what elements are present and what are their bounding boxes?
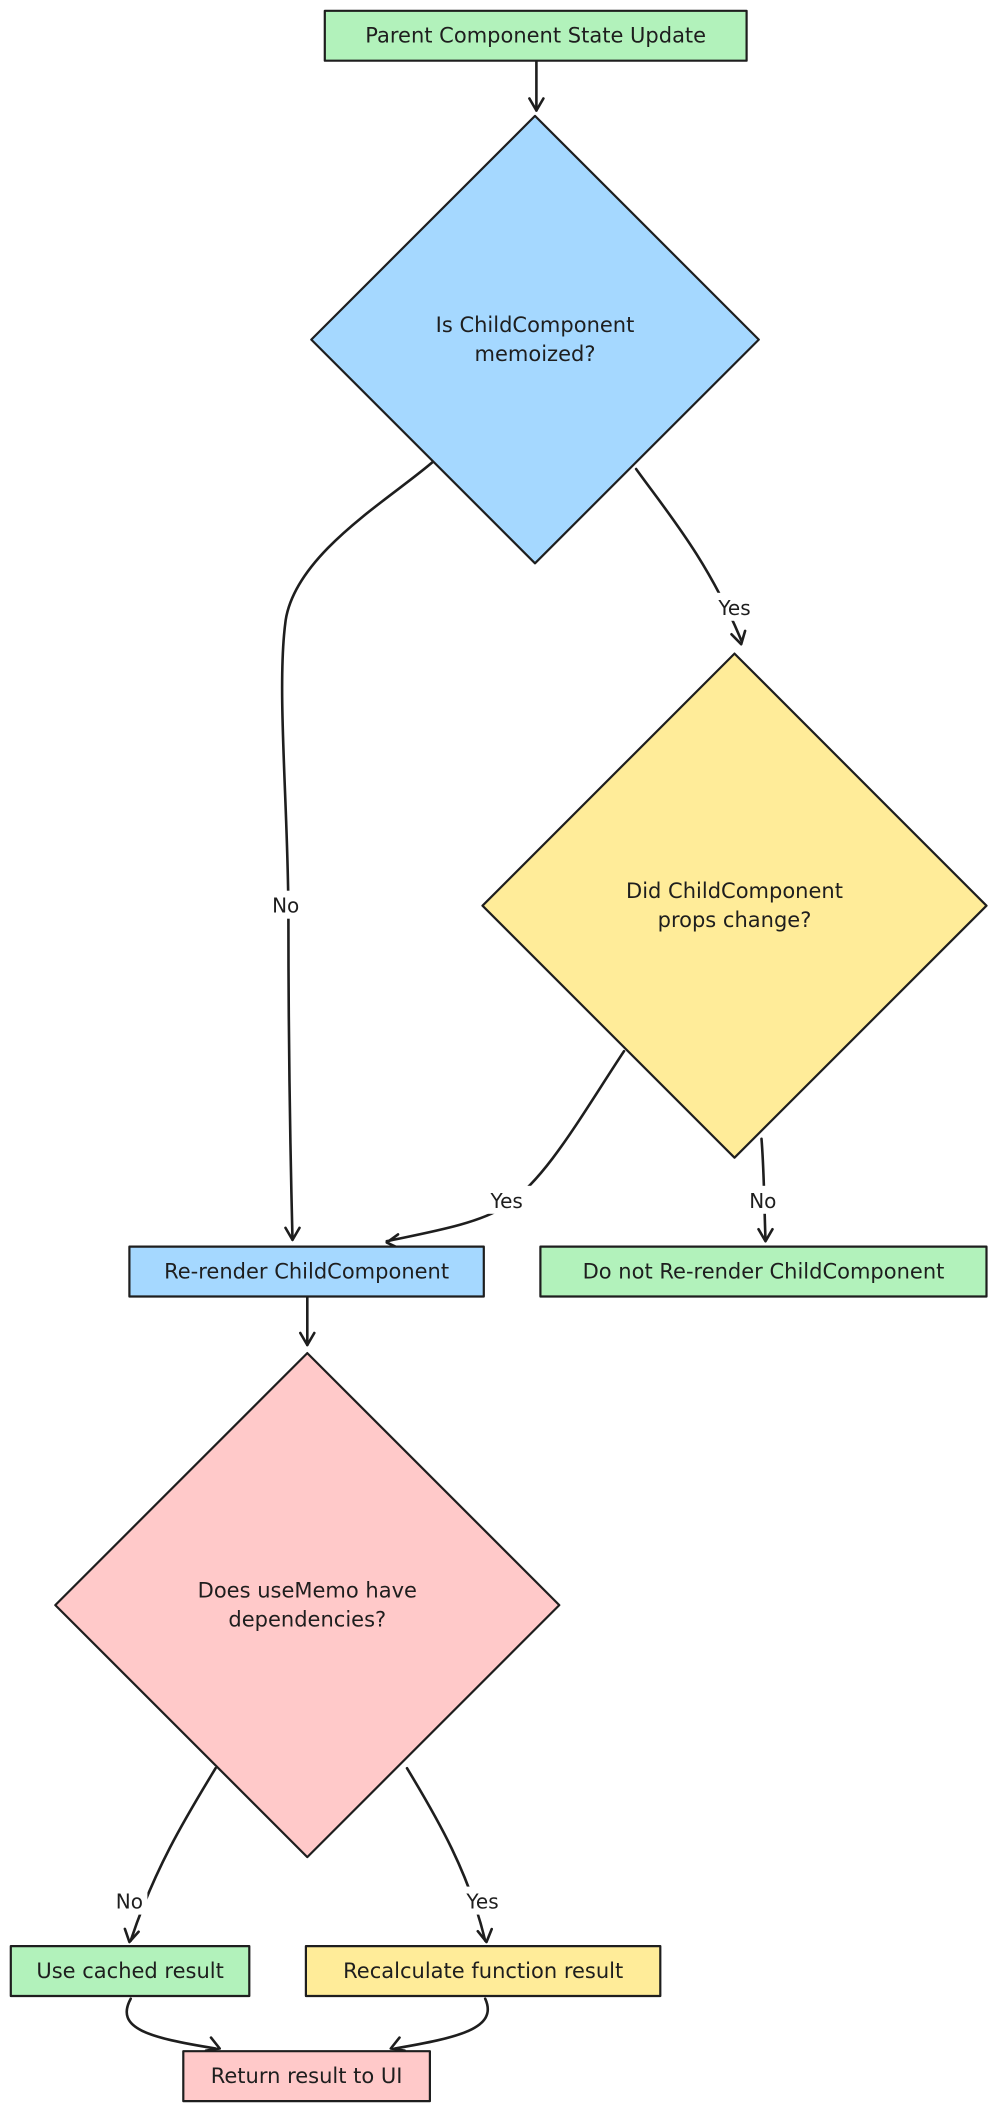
edge-label-text: No xyxy=(272,894,299,918)
edge-line xyxy=(125,1997,217,2050)
edge-label-background xyxy=(482,1185,532,1214)
arrowhead-icon xyxy=(528,97,545,112)
node-diamond-shape xyxy=(54,1351,561,1859)
node-is-memoized: Is ChildComponent memoized? xyxy=(310,114,760,565)
node-rerender-child: Re-render ChildComponent xyxy=(128,1245,485,1298)
arrowhead-icon xyxy=(757,1227,774,1243)
edge-label-background xyxy=(111,1886,148,1915)
edge-is-memoized-to-rerender-child xyxy=(280,459,436,1242)
edge-label-background xyxy=(458,1886,507,1915)
node-recalculate: Recalculate function result xyxy=(304,1944,662,1998)
edge-label-yes: Yes xyxy=(710,592,759,621)
node-props-changed: Did ChildComponent props change? xyxy=(481,652,988,1159)
edge-label-text: Yes xyxy=(465,1890,498,1914)
node-label-line: props change? xyxy=(658,908,812,932)
edge-recalculate-to-return-result xyxy=(389,1997,489,2052)
edge-usememo-deps-to-recalculate xyxy=(405,1766,493,1944)
edge-label-no: No xyxy=(267,890,304,919)
edge-use-cached-to-return-result xyxy=(125,1997,221,2052)
node-label-line: Use cached result xyxy=(36,1959,224,1983)
node-rectangle-shape xyxy=(539,1245,988,1298)
node-label-line: memoized? xyxy=(475,342,596,366)
node-rectangle-shape xyxy=(182,2050,432,2103)
edges-layer xyxy=(123,59,774,2052)
node-label-line: Re-render ChildComponent xyxy=(164,1260,449,1284)
arrowhead-icon xyxy=(476,1927,493,1944)
node-diamond-shape xyxy=(481,652,988,1159)
edge-line xyxy=(129,1766,217,1942)
edge-line xyxy=(393,1997,489,2050)
node-parent-update: Parent Component State Update xyxy=(323,9,748,62)
nodes-layer: Parent Component State Update Is ChildCom… xyxy=(9,9,988,2103)
edge-label-background xyxy=(744,1185,781,1214)
node-do-not-rerender: Do not Re-render ChildComponent xyxy=(539,1245,988,1298)
edge-line xyxy=(405,1766,487,1942)
edge-label-text: Yes xyxy=(717,596,750,620)
node-label-line: Does useMemo have xyxy=(198,1579,417,1603)
node-label-line: Return result to UI xyxy=(211,2064,403,2088)
edge-label-background xyxy=(267,890,304,919)
node-rectangle-shape xyxy=(128,1245,485,1298)
node-label-line: dependencies? xyxy=(228,1608,386,1632)
edge-rerender-child-to-usememo-deps xyxy=(299,1295,316,1347)
arrowhead-icon xyxy=(204,2036,221,2052)
node-label-line: Did ChildComponent xyxy=(626,879,843,903)
edge-label-text: Yes xyxy=(490,1189,523,1213)
node-return-result: Return result to UI xyxy=(182,2050,432,2103)
node-label-line: Recalculate function result xyxy=(343,1959,623,1983)
arrowhead-icon xyxy=(299,1331,316,1347)
edge-label-no: No xyxy=(111,1886,148,1915)
edge-label-text: No xyxy=(116,1890,143,1914)
arrowhead-icon xyxy=(284,1226,301,1242)
edge-line xyxy=(280,459,436,1242)
edge-usememo-deps-to-use-cached xyxy=(123,1766,217,1944)
node-usememo-deps: Does useMemo have dependencies? xyxy=(54,1351,561,1859)
node-label-line: Is ChildComponent xyxy=(436,313,635,337)
node-use-cached: Use cached result xyxy=(9,1944,251,1998)
edge-label-no: No xyxy=(744,1185,781,1214)
edge-label-yes: Yes xyxy=(458,1886,507,1915)
node-label-line: Parent Component State Update xyxy=(365,24,706,48)
node-rectangle-shape xyxy=(323,9,748,62)
edge-props-changed-to-rerender-child xyxy=(385,1049,626,1250)
arrowhead-icon xyxy=(123,1927,140,1944)
edge-label-text: No xyxy=(749,1189,776,1213)
arrowhead-icon xyxy=(730,629,747,646)
node-rectangle-shape xyxy=(304,1944,662,1998)
edge-parent-update-to-is-memoized xyxy=(528,59,545,112)
node-label-line: Do not Re-render ChildComponent xyxy=(583,1260,945,1284)
node-diamond-shape xyxy=(310,114,760,565)
node-rectangle-shape xyxy=(9,1944,251,1998)
edge-label-background xyxy=(710,592,759,621)
arrowhead-icon xyxy=(389,2036,406,2052)
edge-label-yes: Yes xyxy=(482,1185,532,1214)
